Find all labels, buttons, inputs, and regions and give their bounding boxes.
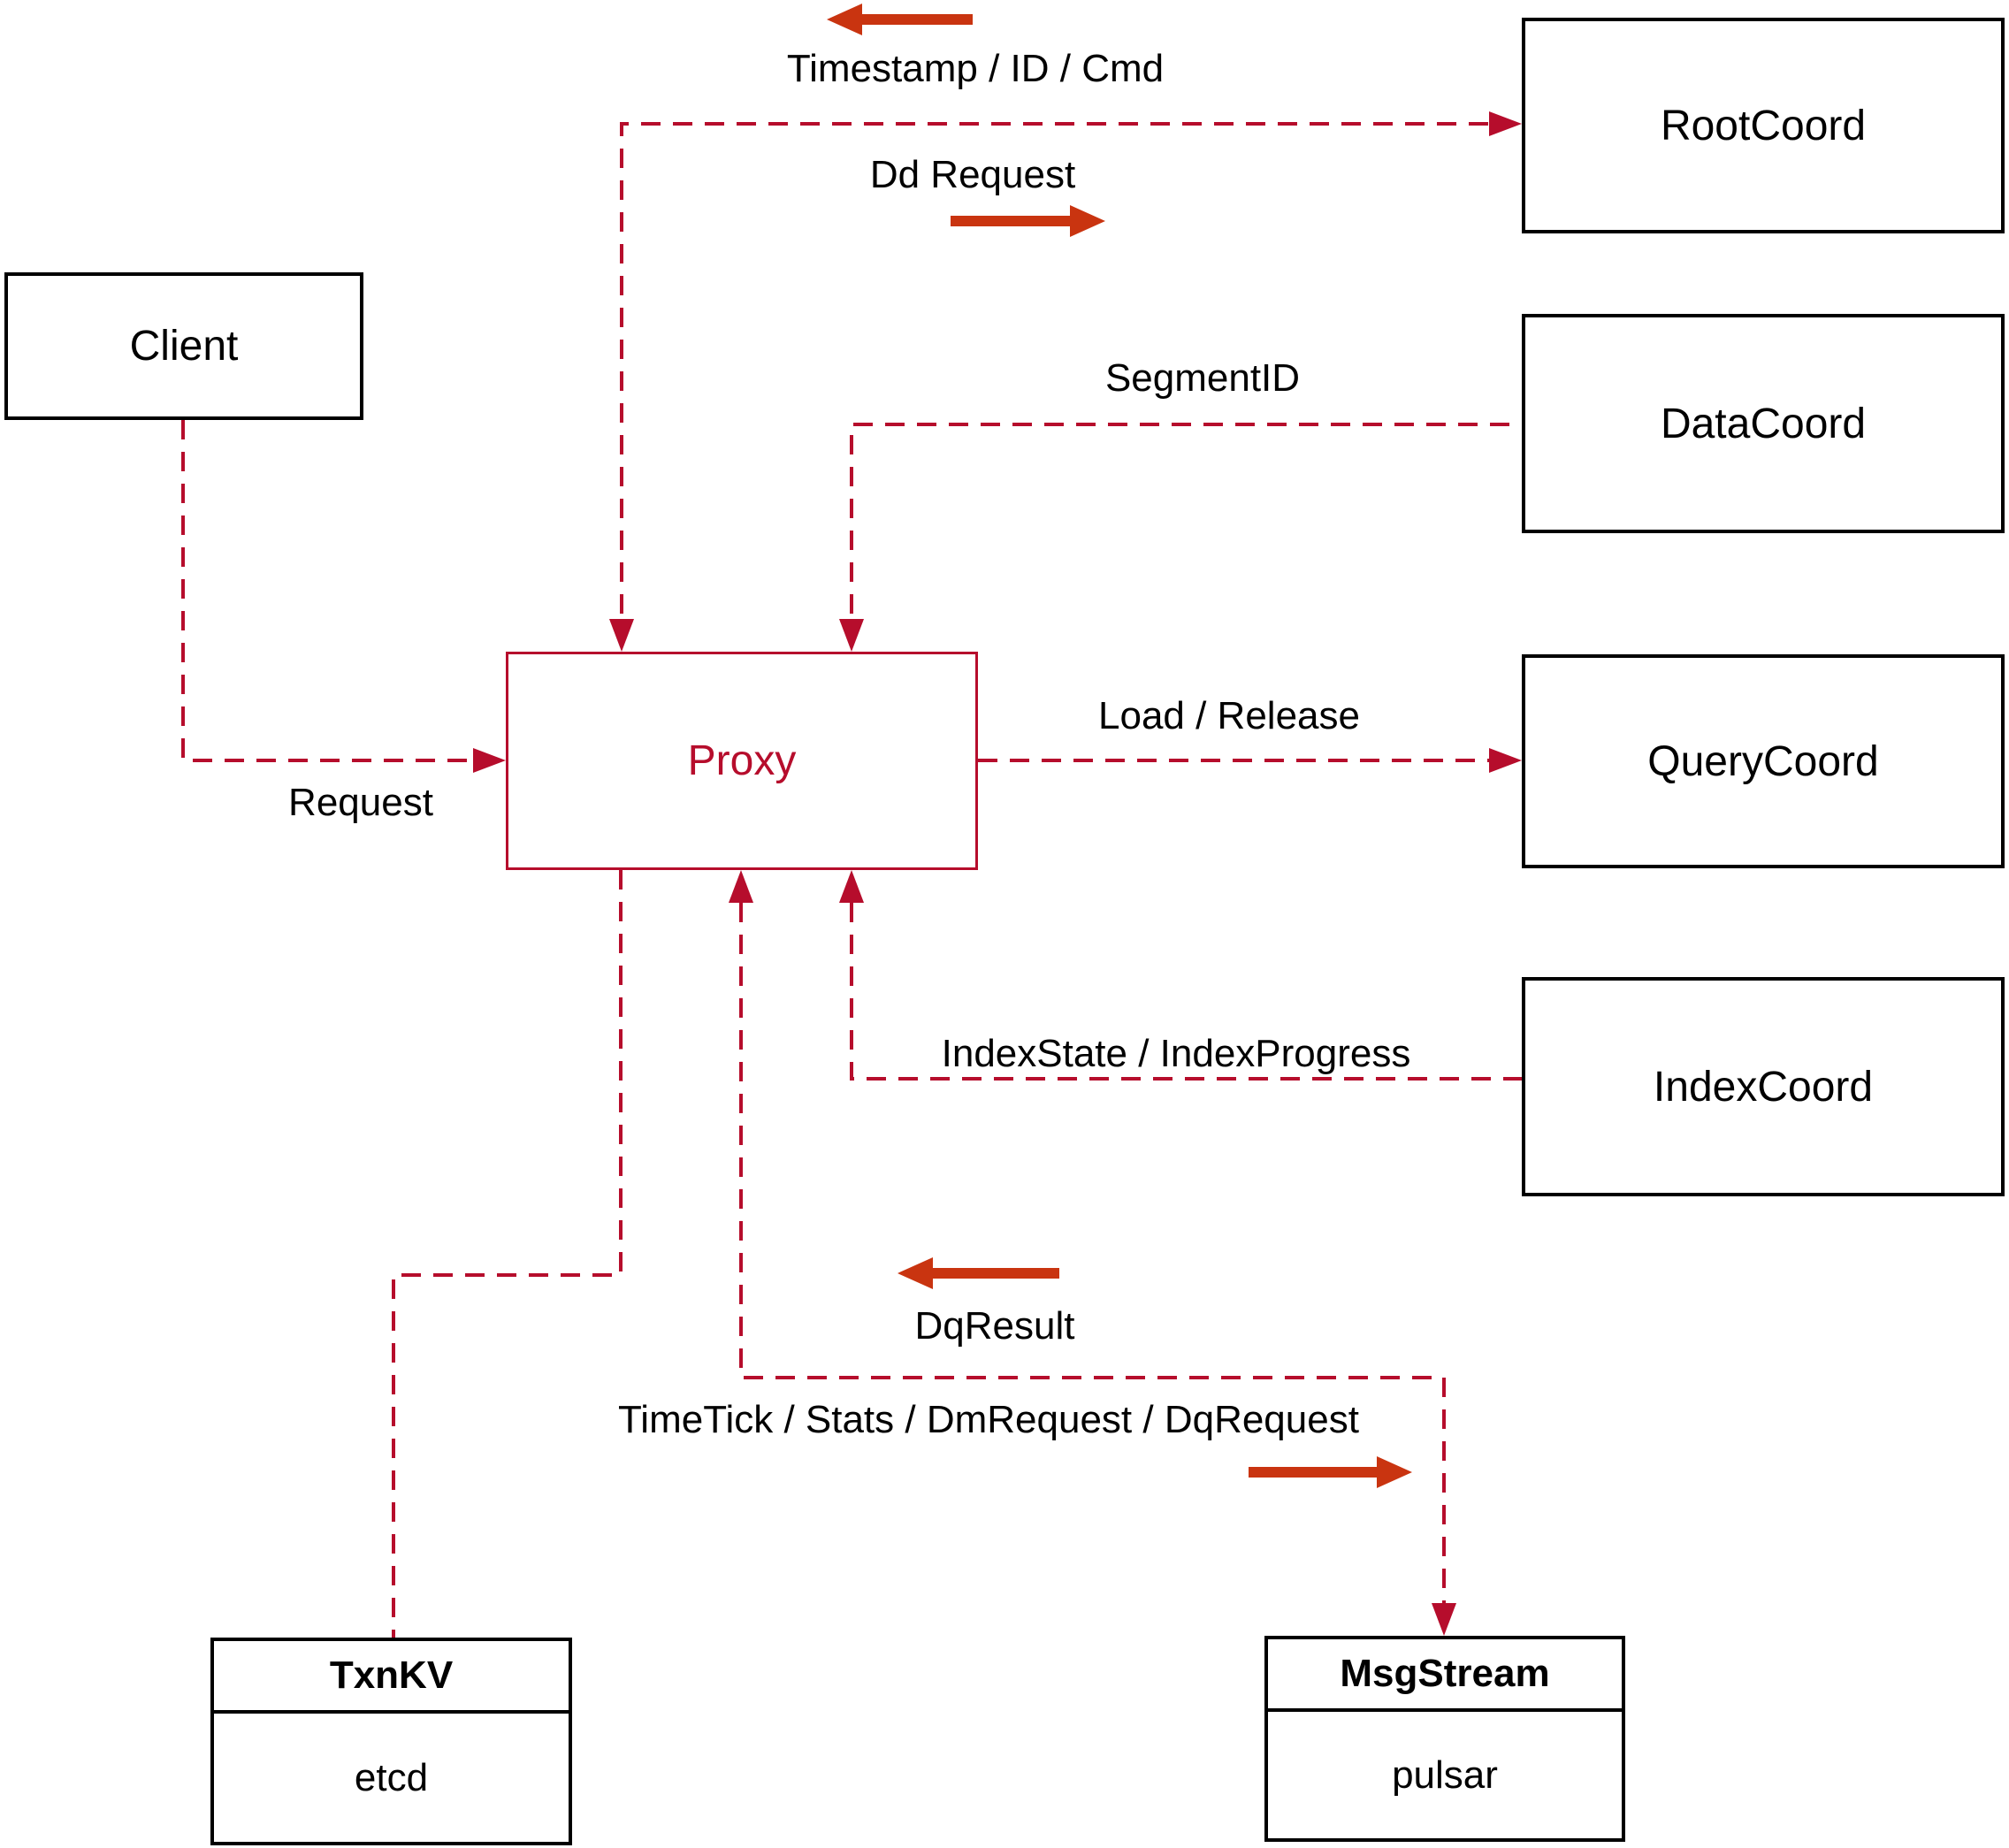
- client-node: Client: [4, 272, 363, 420]
- txnkv-node: TxnKV etcd: [210, 1638, 572, 1845]
- edge-datacoord-proxy: [850, 423, 1522, 645]
- flow-arrow-left-timestamp: [827, 4, 973, 35]
- edge-proxy-msgstream: [739, 903, 1446, 1606]
- datacoord-node: DataCoord: [1522, 314, 2005, 533]
- txnkv-subtitle: etcd: [354, 1755, 429, 1799]
- msgstream-title: MsgStream: [1268, 1639, 1622, 1712]
- edge-label-timestamp: Timestamp / ID / Cmd: [786, 47, 1165, 90]
- msgstream-subtitle: pulsar: [1392, 1753, 1498, 1797]
- edge-proxy-rootcoord: [620, 122, 1493, 645]
- querycoord-node: QueryCoord: [1522, 654, 2005, 868]
- arrowhead-into-proxy-bottom-left: [729, 870, 753, 903]
- indexcoord-node: IndexCoord: [1522, 977, 2005, 1196]
- indexcoord-label: IndexCoord: [1653, 1063, 1874, 1111]
- edge-label-timetick: TimeTick / Stats / DmRequest / DqRequest: [618, 1398, 1359, 1441]
- proxy-node: Proxy: [506, 652, 978, 870]
- arrowhead-into-proxy-top-right: [839, 619, 864, 652]
- arrowhead-into-proxy-bottom-right: [839, 870, 864, 903]
- edge-label-segment-id: SegmentID: [1104, 356, 1301, 400]
- edge-indexcoord-proxy: [850, 903, 1522, 1081]
- flow-arrow-right-dd-request: [951, 205, 1105, 237]
- edge-label-index-state: IndexState / IndexProgress: [941, 1032, 1411, 1075]
- arrowhead-into-querycoord: [1489, 748, 1522, 773]
- edge-label-load-release: Load / Release: [1098, 694, 1360, 737]
- txnkv-title: TxnKV: [214, 1641, 569, 1714]
- querycoord-label: QueryCoord: [1647, 737, 1879, 785]
- datacoord-label: DataCoord: [1660, 400, 1867, 447]
- arrowhead-into-proxy-top-left: [609, 619, 634, 652]
- flow-arrow-left-dq-result: [898, 1257, 1059, 1289]
- edge-label-dq-result: DqResult: [914, 1304, 1075, 1348]
- edge-proxy-txnkv: [392, 870, 623, 1638]
- msgstream-node: MsgStream pulsar: [1264, 1636, 1625, 1842]
- client-label: Client: [129, 323, 239, 370]
- arrowhead-into-msgstream: [1432, 1603, 1456, 1636]
- flow-arrow-right-timetick: [1249, 1456, 1412, 1488]
- proxy-label: Proxy: [687, 737, 797, 784]
- edge-client-proxy: [181, 420, 476, 762]
- arrowhead-into-proxy-left: [473, 748, 506, 773]
- rootcoord-label: RootCoord: [1660, 102, 1867, 149]
- rootcoord-node: RootCoord: [1522, 18, 2005, 233]
- edge-label-dd-request: Dd Request: [869, 153, 1076, 196]
- arrowhead-into-rootcoord: [1489, 111, 1522, 136]
- edge-label-request: Request: [288, 781, 433, 824]
